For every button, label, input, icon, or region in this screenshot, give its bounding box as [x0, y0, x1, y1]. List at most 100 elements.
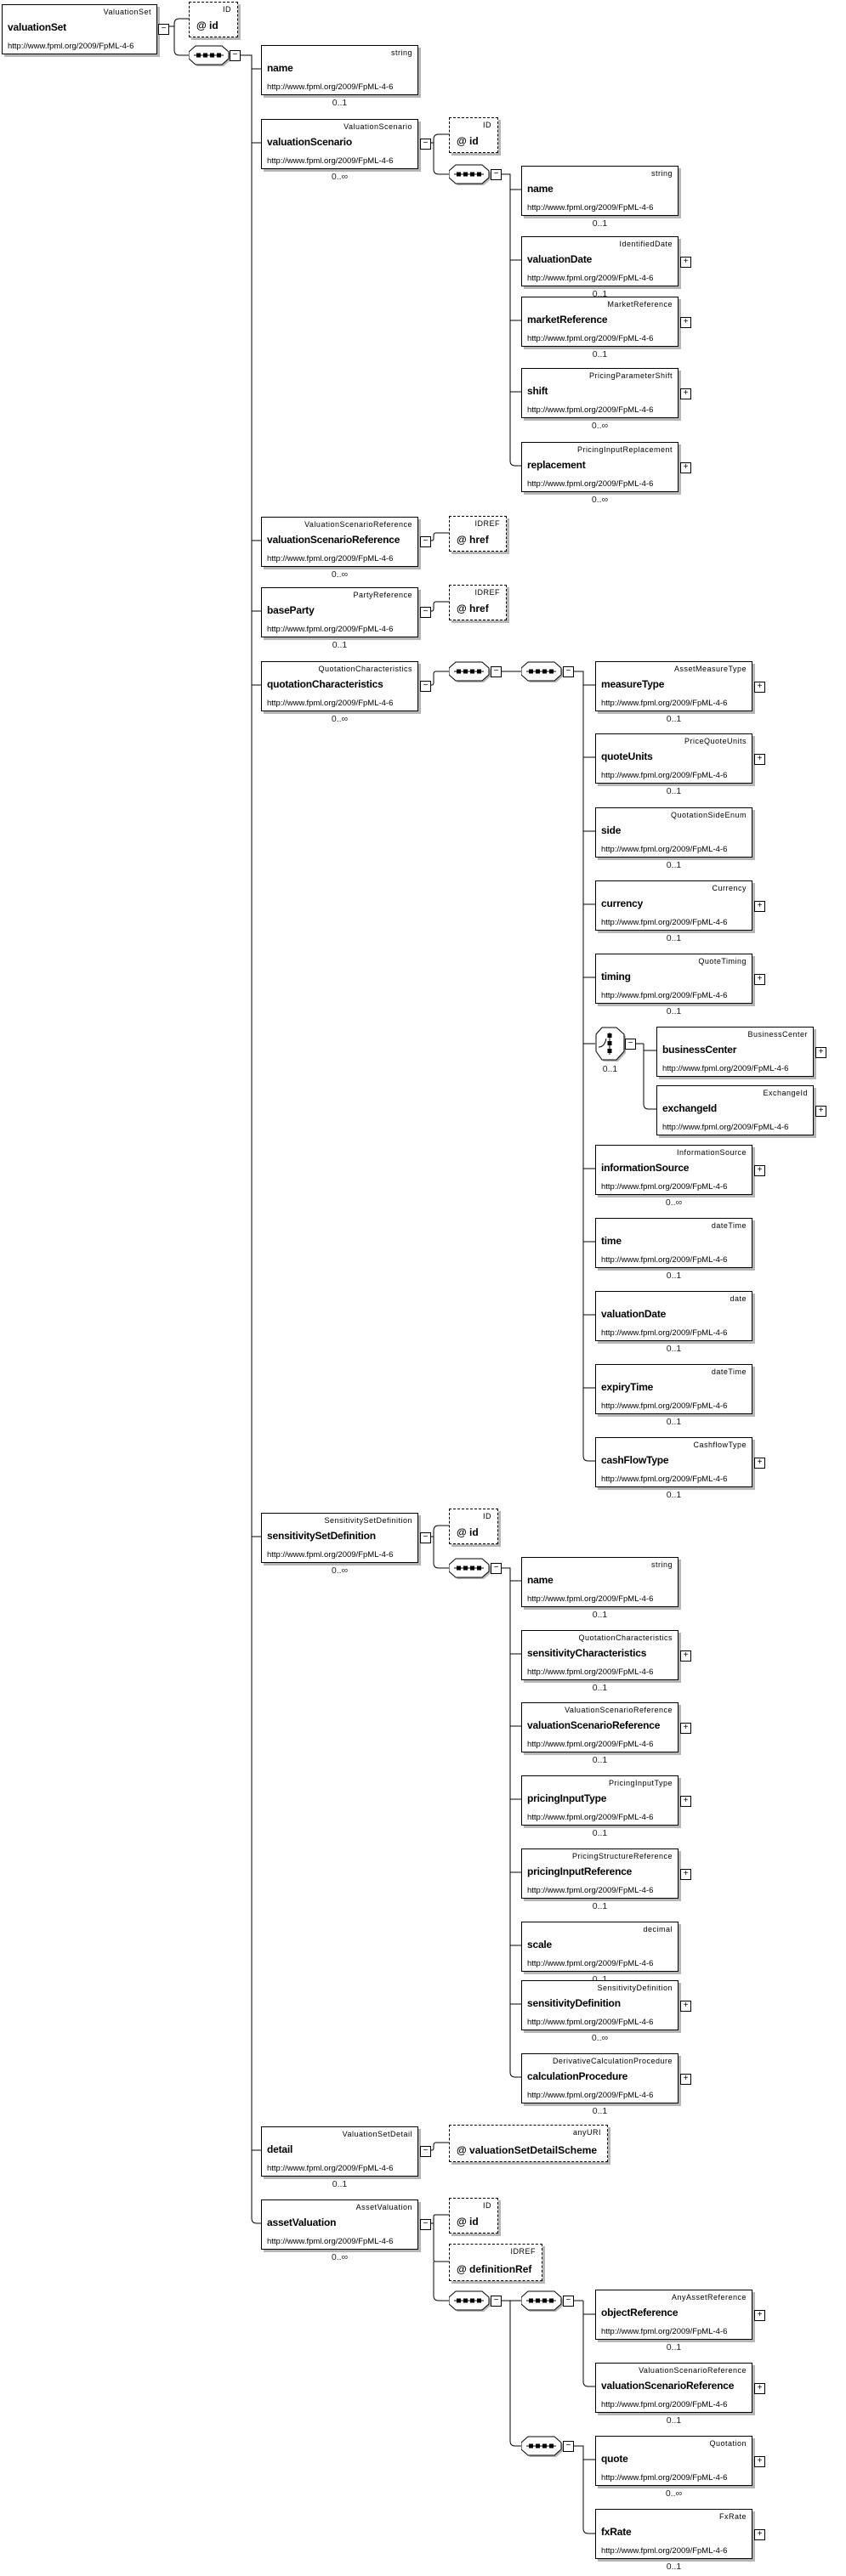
attribute-id-assetValuation[interactable]: ID@ id — [449, 2198, 498, 2233]
expand-icon-vs-valuationDate[interactable] — [680, 257, 691, 268]
expand-icon-vs-replacement[interactable] — [680, 462, 691, 473]
expand-icon-exchangeId[interactable] — [815, 1106, 826, 1117]
attribute-id-sensitivitySetDefinition[interactable]: ID@ id — [449, 1509, 498, 1544]
sequence-icon-qc-outer[interactable] — [449, 661, 492, 684]
namespace-label: http://www.fpml.org/2009/FpML-4-6 — [601, 2546, 728, 2556]
expand-icon-vs-shift[interactable] — [680, 388, 691, 399]
collapse-icon-valuationScenario-sequence[interactable] — [491, 169, 502, 180]
expand-icon-quote[interactable] — [754, 2456, 765, 2467]
collapse-icon-valuationScenario[interactable] — [420, 139, 431, 150]
expand-icon-pricingInputReference[interactable] — [680, 1869, 691, 1880]
expand-icon-sensitivityCharacteristics[interactable] — [680, 1650, 691, 1662]
choice-icon[interactable] — [595, 1027, 627, 1063]
expand-icon-businessCenter[interactable] — [815, 1047, 826, 1058]
sequence-icon-av-inner2[interactable] — [521, 2436, 565, 2459]
expand-icon-quoteUnits[interactable] — [754, 754, 765, 765]
collapse-icon-valuationScenarioReference[interactable] — [420, 536, 431, 547]
collapse-icon-root-sequence[interactable] — [230, 50, 241, 61]
attribute-id-valuationSet[interactable]: ID@ id — [189, 2, 238, 37]
attribute-definitionRef[interactable]: IDREF@ definitionRef — [449, 2244, 542, 2281]
expand-icon-informationSource[interactable] — [754, 1165, 765, 1176]
collapse-icon-quotationCharacteristics[interactable] — [420, 681, 431, 692]
attribute-href-valuationScenarioReference[interactable]: IDREF@ href — [449, 516, 507, 552]
expand-icon-cashFlowType[interactable] — [754, 1458, 765, 1469]
expand-icon-calculationProcedure[interactable] — [680, 2074, 691, 2085]
collapse-icon-choice[interactable] — [625, 1039, 636, 1050]
sequence-icon-av-inner1[interactable] — [521, 2290, 565, 2313]
expand-icon-measureType[interactable] — [754, 682, 765, 693]
occurrence-label: 0..∞ — [331, 172, 349, 182]
sequence-icon-ssd[interactable] — [449, 1558, 492, 1581]
sequence-icon-valuationScenario[interactable] — [449, 164, 492, 187]
expand-icon-vs-marketReference[interactable] — [680, 317, 691, 328]
collapse-icon-av-outer-sequence[interactable] — [491, 2296, 502, 2307]
sequence-icon-qc-inner[interactable] — [521, 661, 565, 684]
collapse-icon-ssd-sequence[interactable] — [491, 1563, 502, 1574]
expand-icon-ssd-valuationScenarioReference[interactable] — [680, 1723, 691, 1734]
expand-icon-timing[interactable] — [754, 974, 765, 985]
collapse-icon-qc-outer-sequence[interactable] — [491, 666, 502, 677]
attribute-href-baseParty[interactable]: IDREF@ href — [449, 585, 507, 620]
type-label: ValuationScenarioReference — [304, 520, 412, 529]
collapse-icon-sensitivitySetDefinition[interactable] — [420, 1532, 431, 1543]
collapse-icon-valuationSet[interactable] — [158, 24, 169, 35]
expand-icon-av-valuationScenarioReference[interactable] — [754, 2383, 765, 2394]
collapse-icon-av-inner2-sequence[interactable] — [563, 2441, 574, 2452]
occurrence-label: 0..1 — [602, 1064, 618, 1074]
expand-icon-currency[interactable] — [754, 901, 765, 912]
collapse-icon-assetValuation[interactable] — [420, 2219, 431, 2230]
expand-icon-pricingInputType[interactable] — [680, 1796, 691, 1807]
attribute-id-valuationScenario[interactable]: ID@ id — [449, 117, 498, 153]
attribute-valuationSetDetailScheme[interactable]: anyURI@ valuationSetDetailScheme — [449, 2125, 608, 2162]
collapse-icon-detail[interactable] — [420, 2146, 431, 2157]
collapse-icon-baseParty[interactable] — [420, 607, 431, 618]
type-label: PricingStructureReference — [571, 1852, 673, 1860]
collapse-icon-av-inner1-sequence[interactable] — [563, 2296, 574, 2307]
element-name: assetValuation — [267, 2216, 337, 2228]
sequence-icon-av-outer[interactable] — [449, 2290, 492, 2313]
expand-icon-objectReference[interactable] — [754, 2310, 765, 2321]
collapse-icon-qc-inner-sequence[interactable] — [563, 666, 574, 677]
sequence-icon-root[interactable] — [189, 45, 232, 68]
expand-icon-fxRate[interactable] — [754, 2529, 765, 2540]
expand-icon-sensitivityDefinition[interactable] — [680, 2001, 691, 2012]
